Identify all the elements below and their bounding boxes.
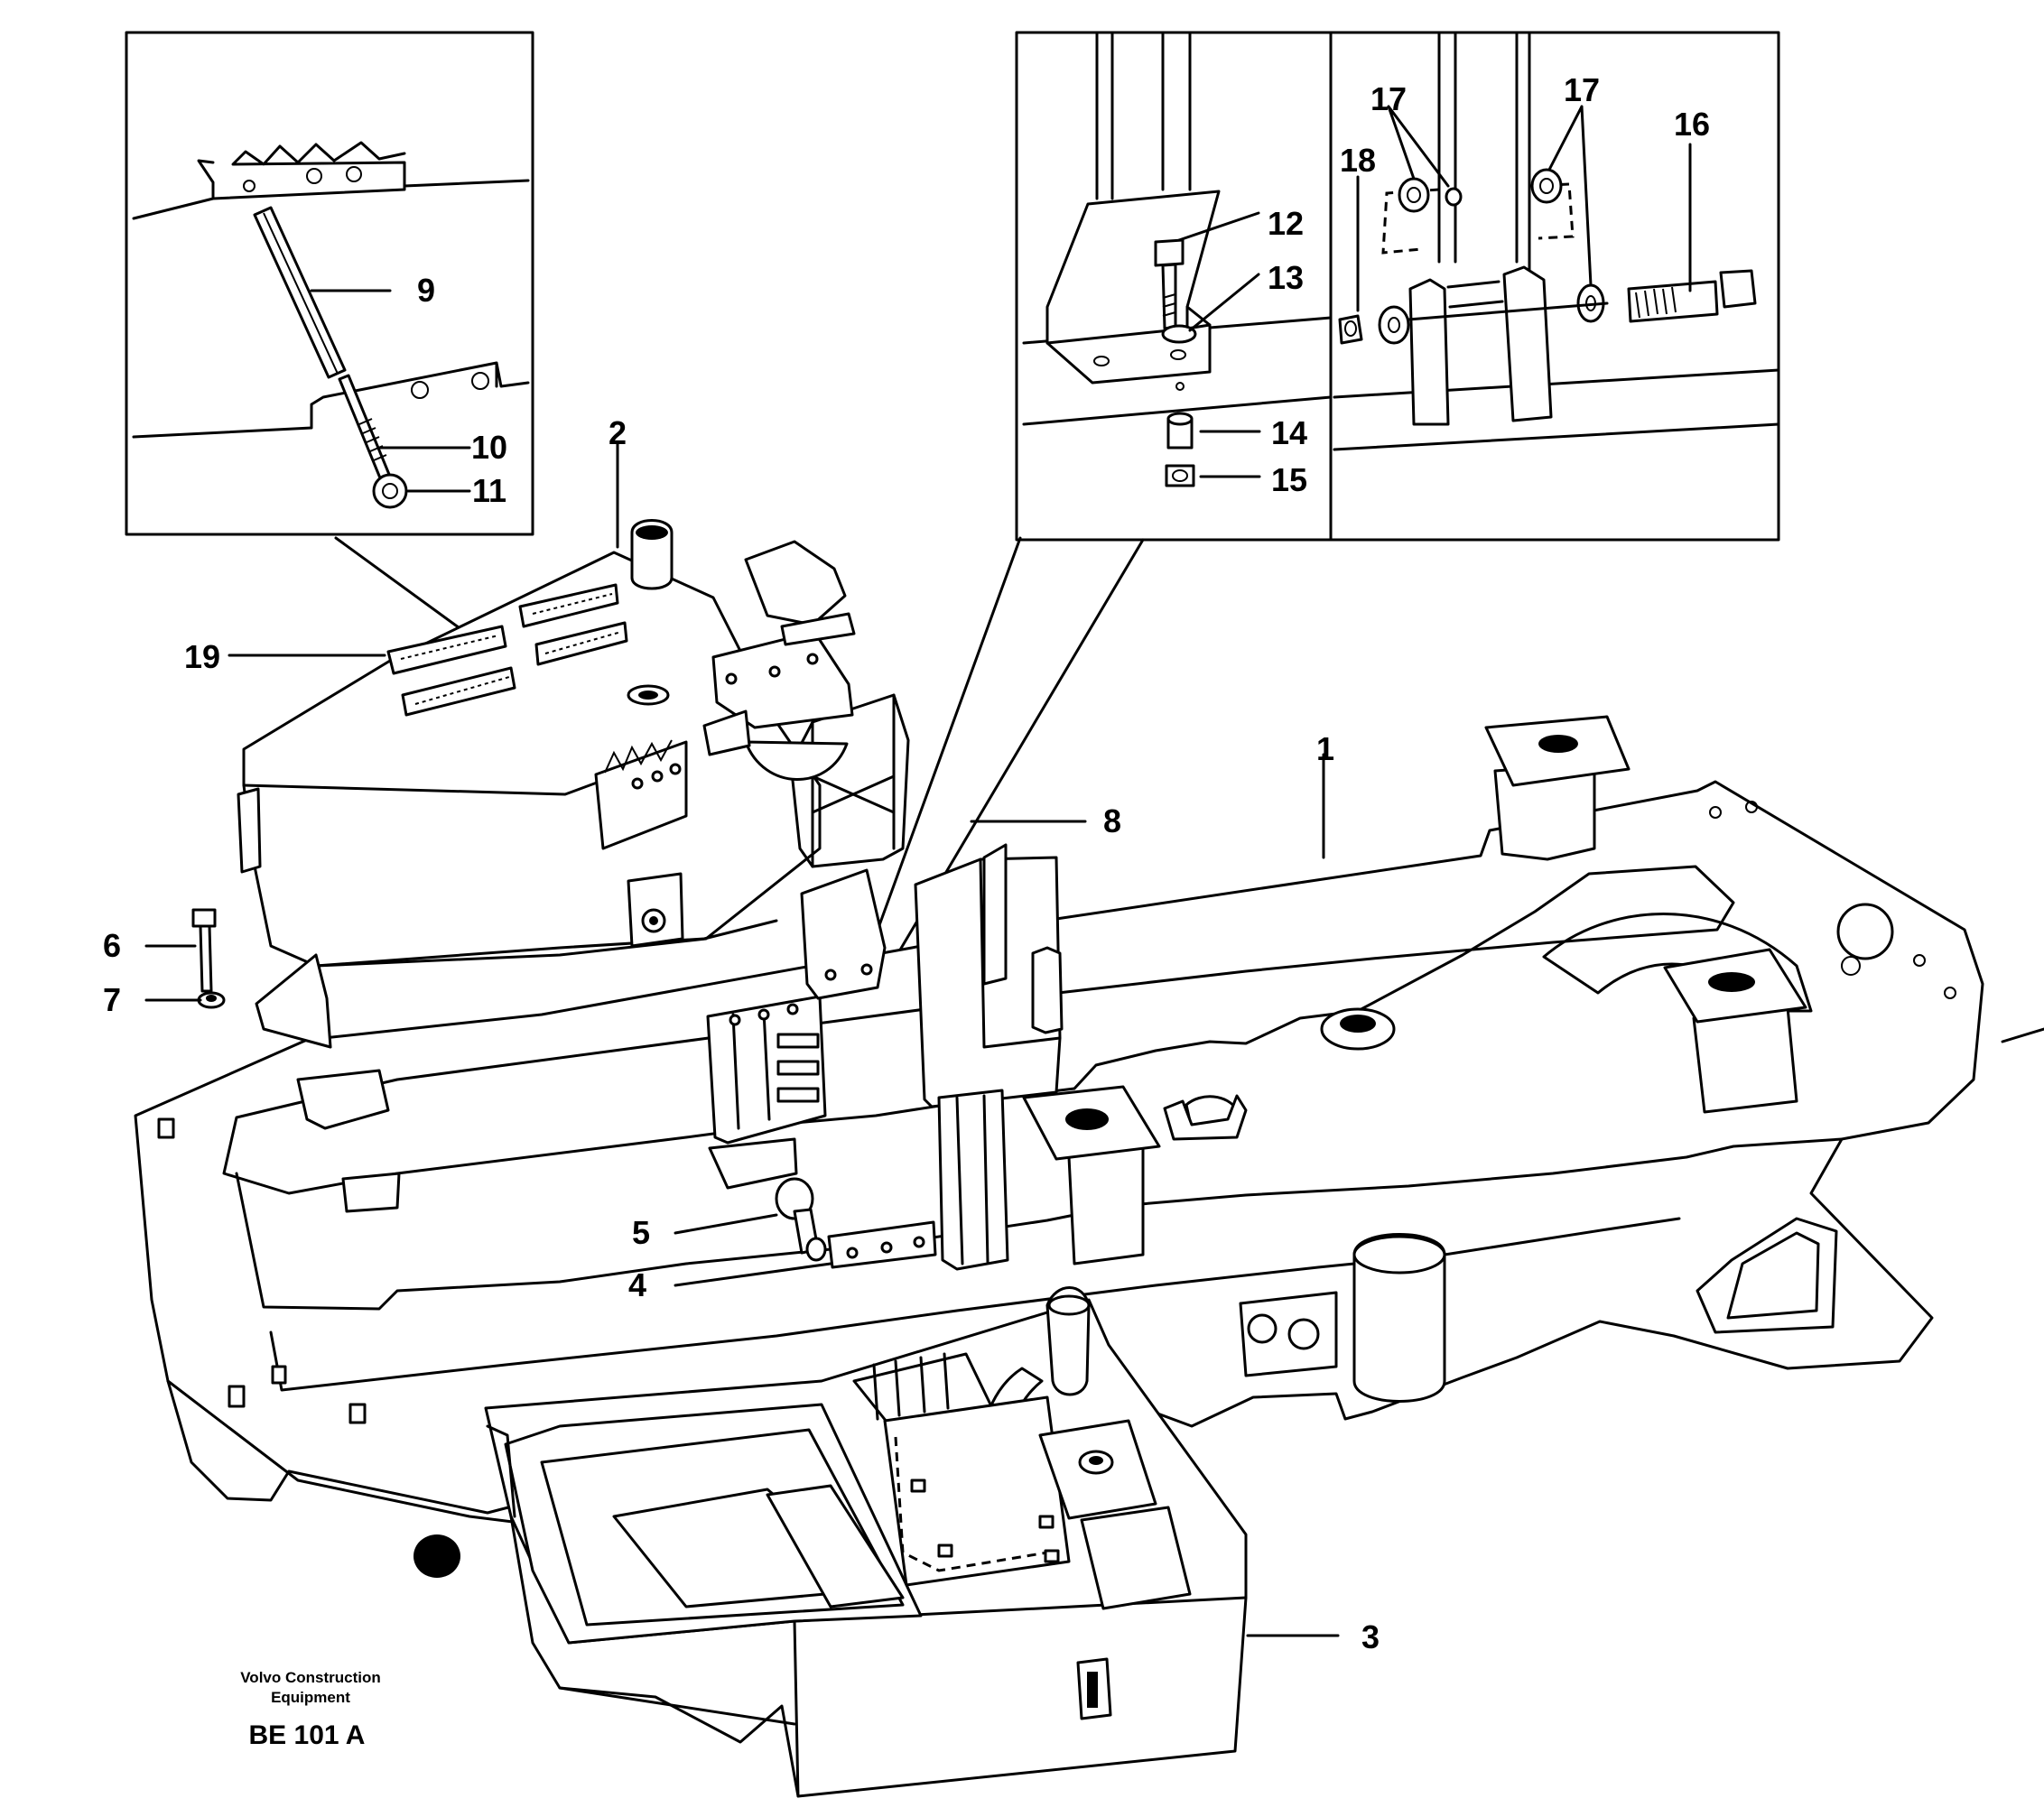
callout-14: 14 [1271,414,1307,451]
center-brackets [702,540,1248,1271]
main-frame [134,715,1984,1527]
inset-mounting-hardware [1015,31,1780,542]
drawing-code: BE 101 A [249,1720,366,1750]
cab-subframe [191,519,822,1049]
callout-3: 3 [1361,1618,1380,1655]
inset-gas-strut [125,31,534,536]
callout-11: 11 [472,472,506,509]
callout-15: 15 [1271,461,1307,498]
callout-19: 19 [184,638,220,675]
callout-8: 8 [1103,802,1121,839]
callout-leaders [144,440,2044,1637]
callout-5: 5 [632,1214,650,1251]
callout-17-right: 17 [1564,71,1600,108]
callout-16: 16 [1674,106,1710,143]
callout-7: 7 [103,981,121,1018]
drawing-footer: Volvo Construction Equipment BE 101 A [240,1669,381,1750]
callout-4: 4 [628,1266,646,1303]
callout-18: 18 [1340,142,1376,179]
nut-icon [372,473,408,509]
callout-6: 6 [103,927,121,964]
callout-17-left: 17 [1370,80,1407,117]
company-name-line1: Volvo Construction [240,1669,381,1686]
callout-1: 1 [1316,730,1334,767]
angle-bracket [1045,190,1221,385]
inset-frame-left [125,31,534,536]
callout-10: 10 [471,429,507,466]
callout-2: 2 [609,414,627,451]
callout-13: 13 [1268,259,1304,296]
callout-9: 9 [417,272,435,309]
inset-frame-right [1015,31,1780,542]
company-name-line2: Equipment [271,1689,350,1706]
callout-labels: 1 2 3 4 5 6 7 8 9 10 11 12 13 14 15 16 1… [103,71,1710,1655]
front-storage-box [413,1286,1248,1798]
callout-12: 12 [1268,205,1304,242]
